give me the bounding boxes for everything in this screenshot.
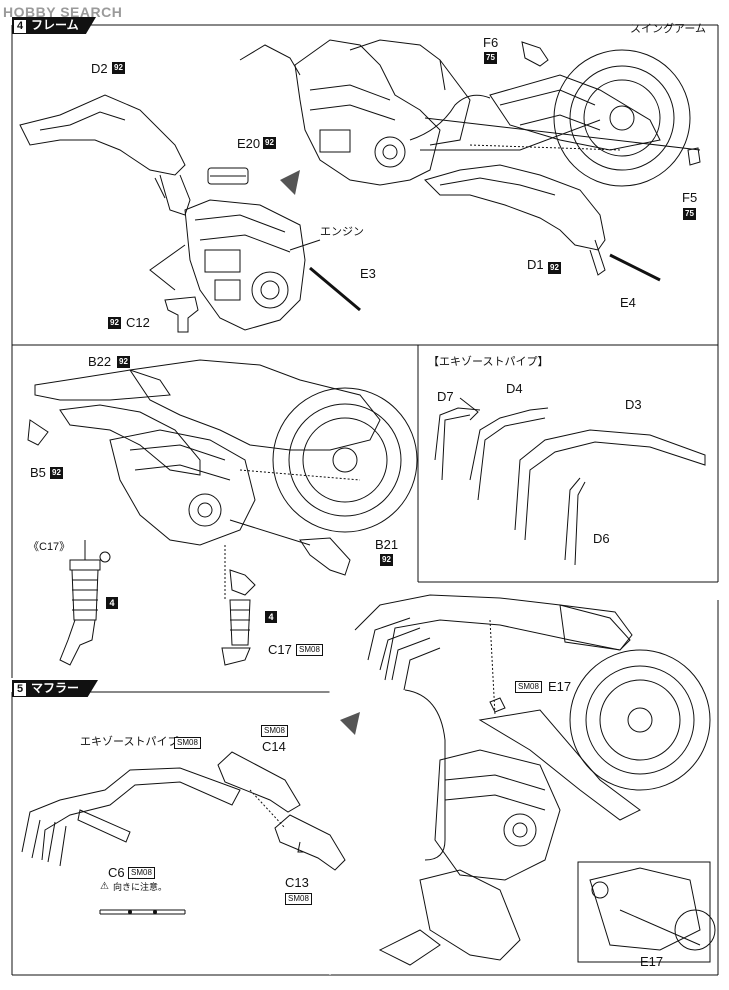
label-f5: F5	[682, 190, 698, 205]
label-c17-reference: 《C17》	[28, 541, 71, 553]
warning-icon: ⚠	[100, 881, 109, 892]
label-b5: B5	[30, 465, 46, 480]
tag-c12: 92	[108, 317, 121, 329]
label-d2: D2	[91, 61, 108, 76]
step-ref-box: 4	[265, 611, 277, 623]
step-title: マフラー	[31, 681, 80, 695]
sm-exhaust-pipe: SM08	[174, 737, 201, 749]
label-b21: B21	[375, 537, 399, 552]
tag-f5: 75	[683, 208, 696, 220]
step-header-muffler: 5 マフラー	[12, 680, 98, 697]
step-title: フレーム	[31, 18, 79, 32]
tag-b22: 92	[117, 356, 130, 368]
label-d3: D3	[625, 397, 642, 412]
label-b22: B22	[88, 354, 112, 369]
tag-b21: 92	[380, 554, 393, 566]
step-header-frame: 4 フレーム	[12, 17, 96, 34]
label-exhaust-pipe: エキゾーストパイプ	[80, 736, 179, 748]
step-number: 5	[14, 683, 26, 696]
sm-c17: SM08	[296, 644, 323, 656]
label-engine: エンジン	[320, 226, 364, 238]
label-e4: E4	[620, 295, 636, 310]
label-e17-bottom: E17	[640, 954, 664, 969]
step-ref-box: 4	[106, 597, 118, 609]
sm-c6: SM08	[128, 867, 155, 879]
sm-c14: SM08	[261, 725, 288, 737]
tag-b5: 92	[50, 467, 63, 479]
label-exhaust-title: 【エキゾーストパイプ】	[428, 356, 549, 368]
sm-e17: SM08	[515, 681, 542, 693]
label-c17: C17	[268, 642, 292, 657]
label-e3: E3	[360, 266, 376, 281]
label-c6: C6	[108, 865, 125, 880]
tag-f6: 75	[484, 52, 497, 64]
tag-d1: 92	[548, 262, 561, 274]
label-c14: C14	[262, 739, 286, 754]
label-d7: D7	[437, 389, 454, 404]
watermark: HOBBY SEARCH	[3, 4, 123, 20]
tag-d2: 92	[112, 62, 125, 74]
label-e20: E20	[237, 136, 261, 151]
label-e17-top: E17	[548, 679, 572, 694]
label-d6: D6	[593, 531, 610, 546]
label-f6: F6	[483, 35, 499, 50]
sm-c13: SM08	[285, 893, 312, 905]
tag-e20: 92	[263, 137, 276, 149]
label-swingarm: スイングアーム	[630, 23, 707, 35]
label-d1: D1	[527, 257, 544, 272]
step-number: 4	[14, 20, 26, 33]
label-caution: 向きに注意。	[113, 882, 168, 892]
label-c12: C12	[126, 315, 150, 330]
label-c13: C13	[285, 875, 309, 890]
label-d4: D4	[506, 381, 523, 396]
